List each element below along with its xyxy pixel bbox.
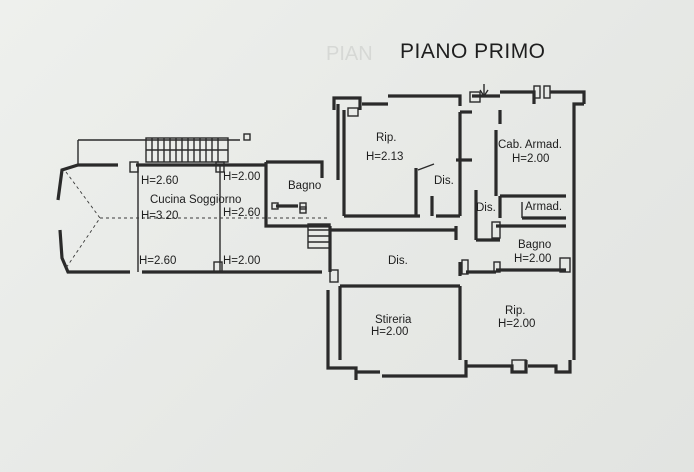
room-bagno-right: Bagno [518, 239, 551, 251]
height-label-bagno-right: H=2.00 [514, 253, 551, 265]
bagno-left-walls [264, 160, 330, 228]
room-rip-top: Rip. [376, 132, 396, 144]
height-label-west-mid: H=2.60 [223, 207, 260, 219]
height-label-rip-bottom: H=2.00 [498, 318, 535, 330]
height-label-west-top-right: H=2.00 [223, 171, 260, 183]
room-dis-center: Dis. [388, 255, 408, 267]
room-cucina-soggiorno: Cucina Soggiorno [150, 194, 241, 206]
room-dis-upper: Dis. [434, 175, 454, 187]
labels: PIANO PRIMO H=2.60 H=2.00 Cucina Soggior… [139, 40, 562, 338]
west-wing-walls [56, 139, 322, 274]
height-label-stireria: H=2.00 [371, 326, 408, 338]
room-armad: Armad. [525, 201, 562, 213]
room-dis-small: Dis. [476, 202, 496, 214]
room-rip-bottom: Rip. [505, 305, 525, 317]
staircase-steps [145, 133, 251, 163]
ghost-title: PIAN [326, 43, 373, 65]
main-block-walls [326, 84, 586, 380]
height-label-cucina: H=3.20 [141, 210, 178, 222]
roof-dashed-lines [65, 171, 330, 269]
room-cab-armad: Cab. Armad. [498, 139, 562, 151]
height-label-west-bottom: H=2.60 [139, 255, 176, 267]
height-label-west-bottom-right: H=2.00 [223, 255, 260, 267]
room-stireria: Stireria [375, 314, 412, 326]
room-bagno-left: Bagno [288, 180, 321, 192]
height-label-cab-armad: H=2.00 [512, 153, 549, 165]
page-title: PIANO PRIMO [400, 40, 546, 63]
height-label-west-top: H=2.60 [141, 175, 178, 187]
height-label-rip-top: H=2.13 [366, 151, 403, 163]
